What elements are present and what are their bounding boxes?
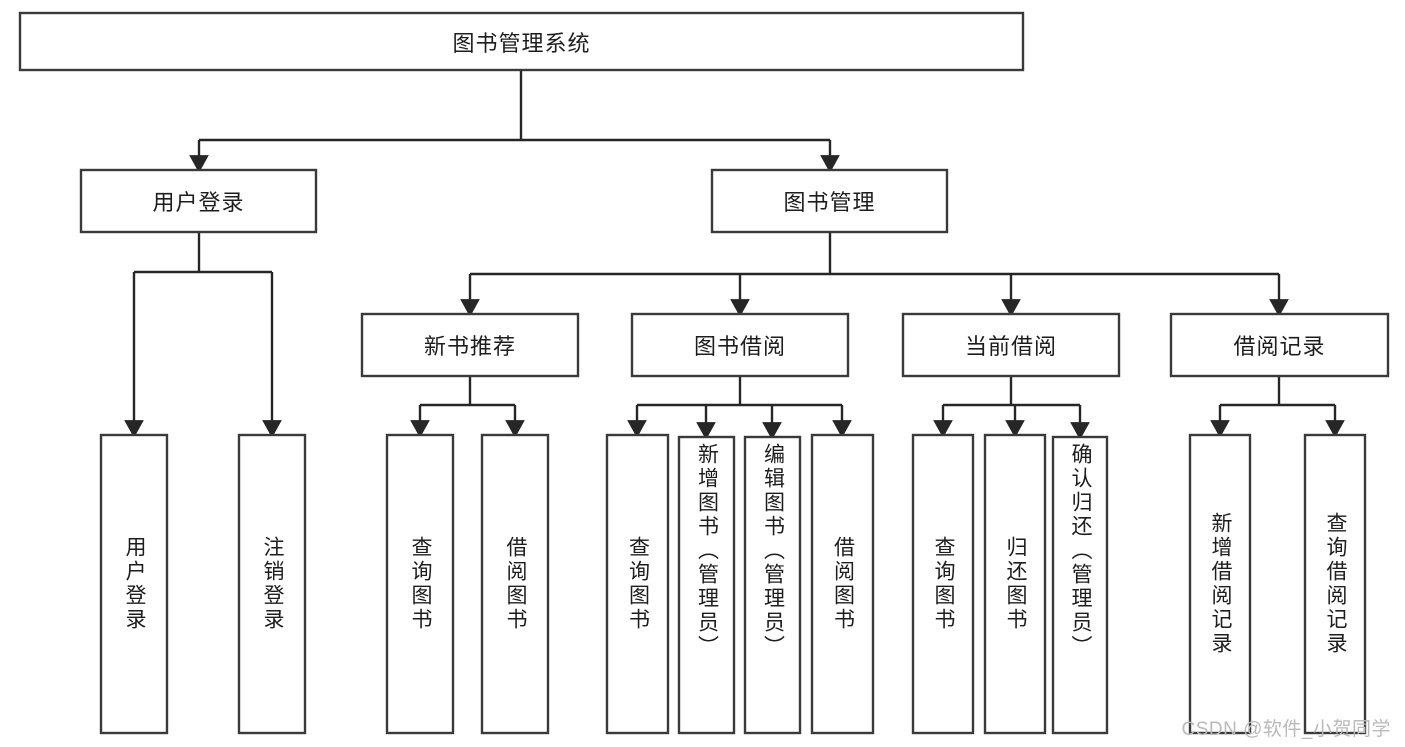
node-borrow-record-box[interactable] bbox=[1169, 312, 1390, 378]
connector-layer bbox=[124, 70, 1345, 440]
leaf-edit-book-box[interactable] bbox=[743, 435, 802, 735]
leaf-borrow-book-1-box[interactable] bbox=[480, 433, 550, 735]
watermark: CSDN @软件_小贺同学 bbox=[1181, 719, 1391, 740]
leaf-query-book-2-box[interactable] bbox=[605, 433, 670, 735]
node-current-borrow-box[interactable] bbox=[901, 312, 1121, 378]
node-book-manage-box[interactable] bbox=[710, 168, 949, 234]
box-layer bbox=[18, 11, 1390, 735]
leaf-query-book-3-box[interactable] bbox=[911, 433, 975, 735]
leaf-query-book-1-box[interactable] bbox=[385, 433, 455, 735]
node-root-box[interactable] bbox=[18, 11, 1025, 72]
leaf-borrow-book-2-box[interactable] bbox=[810, 433, 875, 735]
leaf-user-logout-box[interactable] bbox=[237, 433, 307, 735]
leaf-add-record-box[interactable] bbox=[1188, 433, 1252, 735]
leaf-confirm-return-box[interactable] bbox=[1051, 435, 1109, 735]
node-book-borrow-box[interactable] bbox=[630, 312, 850, 378]
leaf-user-login-box[interactable] bbox=[99, 433, 169, 735]
leaf-add-book-box[interactable] bbox=[677, 435, 736, 735]
leaf-query-record-box[interactable] bbox=[1303, 433, 1367, 735]
leaf-return-book-box[interactable] bbox=[983, 433, 1047, 735]
node-new-book-rec-box[interactable] bbox=[360, 312, 580, 378]
node-user-login-box[interactable] bbox=[79, 168, 318, 234]
